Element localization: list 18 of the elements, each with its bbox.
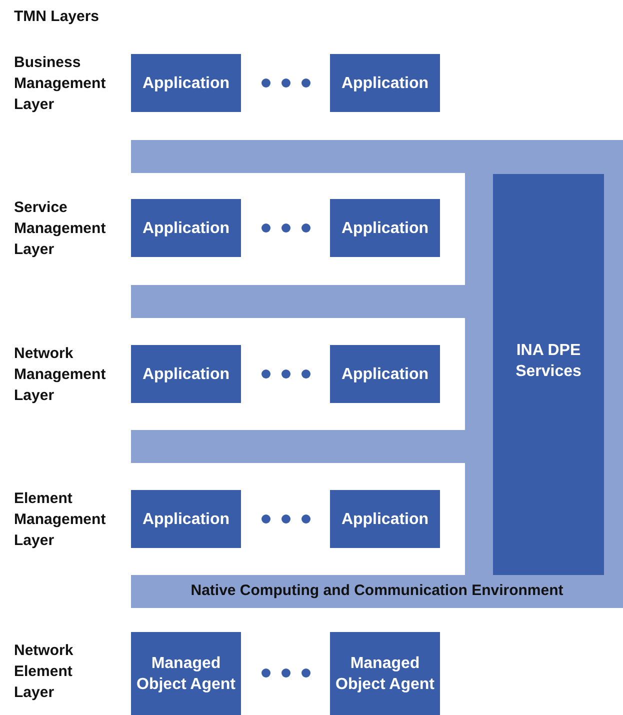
services-box: INA DPE Services: [493, 174, 604, 575]
agent-box: Managed Object Agent: [330, 632, 440, 715]
application-box: Application: [131, 54, 241, 112]
application-box: Application: [330, 54, 440, 112]
layer-label: Element Management Layer: [14, 489, 107, 551]
agent-box: Managed Object Agent: [131, 632, 241, 715]
band-label: Native Computing and Communication Environment: [190, 582, 564, 600]
application-box: Application: [330, 199, 440, 257]
application-box: Application: [330, 490, 440, 548]
application-box: Application: [330, 345, 440, 403]
layer-label: Business Management Layer: [14, 53, 107, 115]
layer-label: Service Management Layer: [14, 198, 107, 260]
application-box: Application: [131, 490, 241, 548]
application-box: Application: [131, 345, 241, 403]
diagram-heading: TMN Layers: [14, 7, 100, 27]
application-box: Application: [131, 199, 241, 257]
layer-label: Network Management Layer: [14, 344, 107, 406]
layer-label: Network Element Layer: [14, 641, 74, 703]
